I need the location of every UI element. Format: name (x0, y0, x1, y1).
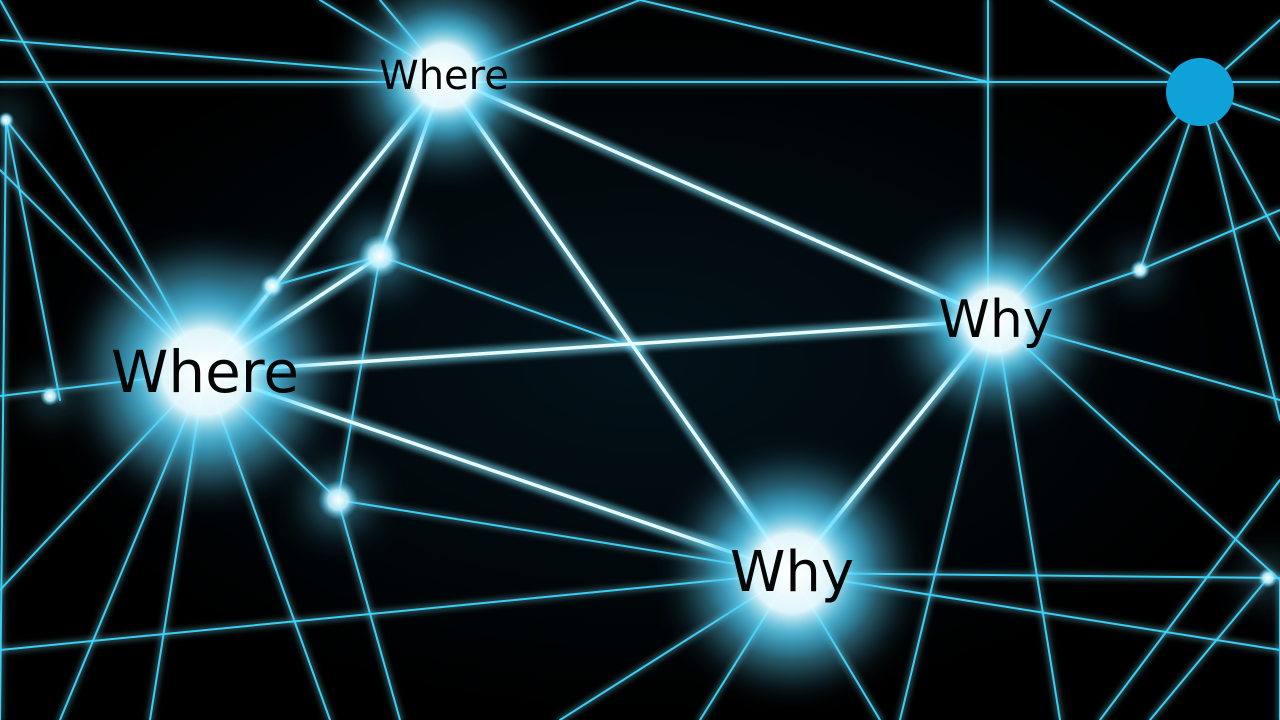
link-line (0, 572, 793, 651)
link-line (442, 74, 998, 322)
link-line (0, 119, 7, 720)
node-dot (318, 480, 358, 520)
node-dot (0, 112, 14, 128)
link-line (337, 255, 381, 501)
link-line (337, 499, 401, 720)
link-line (1099, 479, 1280, 720)
link-line (1139, 209, 1280, 271)
node-where-top (374, 6, 514, 146)
link-line (639, 0, 989, 83)
node-dot (260, 274, 284, 298)
link-line (203, 318, 998, 374)
node-dot (1258, 568, 1278, 588)
node-why-right (926, 250, 1066, 390)
node-why-bottom (704, 485, 880, 661)
node-orb (1166, 58, 1234, 126)
node-dot (1130, 260, 1150, 280)
link-line (442, 74, 794, 575)
link-line (1149, 577, 1269, 720)
node-dot (358, 234, 402, 278)
link-line (379, 255, 641, 351)
link-line (1199, 91, 1280, 421)
link-line (5, 119, 61, 401)
node-dot (40, 386, 60, 406)
node-where-left (110, 277, 300, 467)
